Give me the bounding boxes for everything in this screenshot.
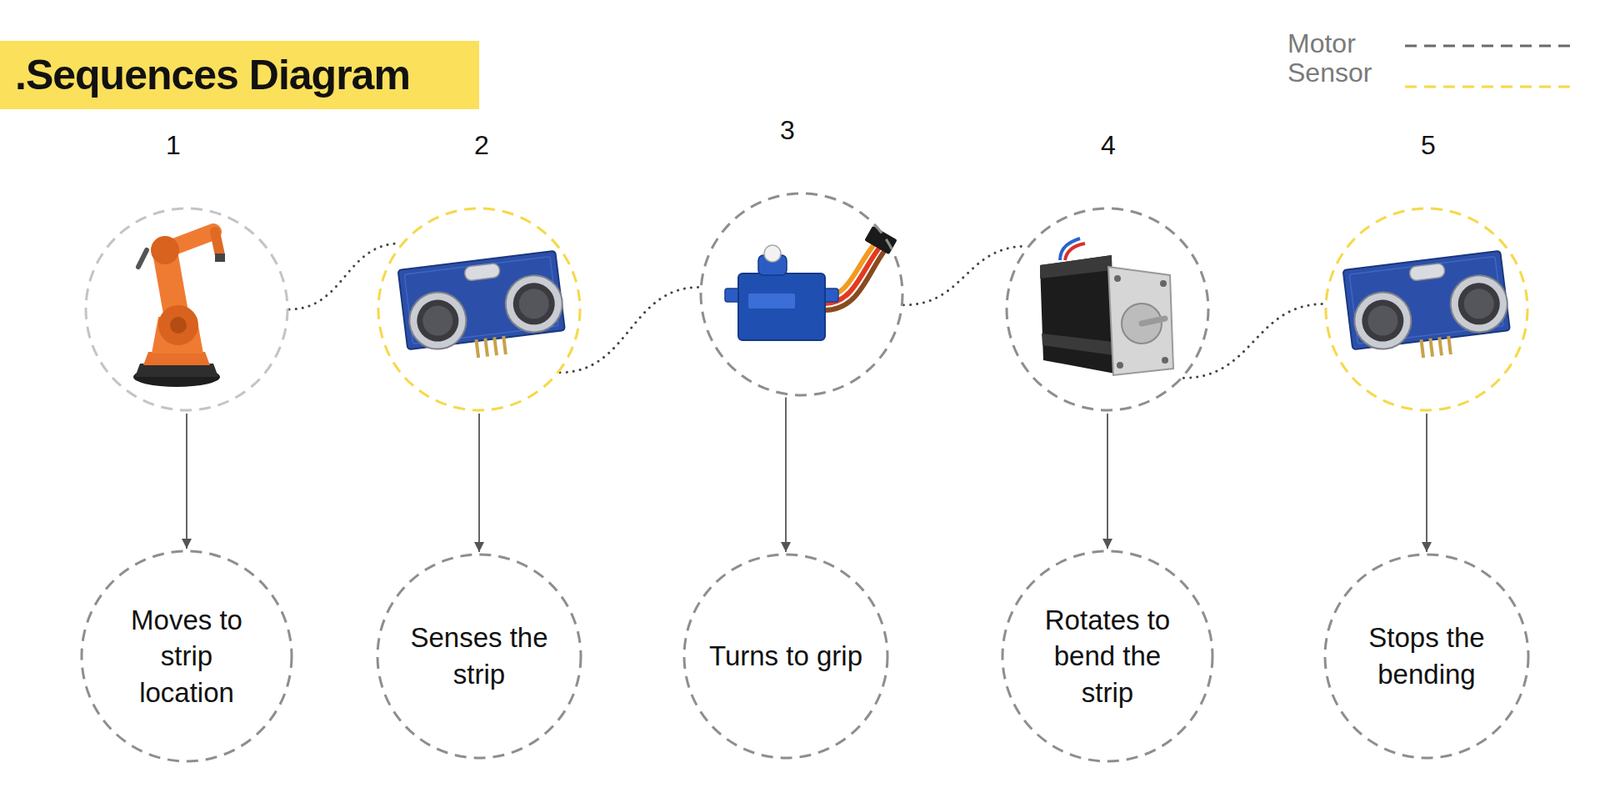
- number-holder: 4: [1075, 130, 1142, 161]
- action-circle: Rotates to bend the strip: [1000, 549, 1215, 763]
- action-circle: Stops the bending: [1323, 552, 1530, 760]
- action-text: Moves to strip location: [110, 601, 265, 711]
- action-text: Turns to grip: [709, 637, 863, 675]
- circle-outline: [1005, 206, 1210, 412]
- number-holder: 1: [140, 130, 207, 161]
- step-circle: 2: [376, 206, 582, 412]
- connector: [185, 413, 188, 549]
- circle-outline: [375, 552, 583, 760]
- step-circle: 3: [699, 191, 905, 397]
- number-holder: 5: [1395, 130, 1462, 161]
- connector: [1425, 413, 1428, 552]
- ultrasonic-sensor: [1343, 250, 1514, 366]
- servo-motor: [725, 225, 898, 340]
- step-circle: 4: [1005, 206, 1210, 412]
- callout-number: 4: [1100, 130, 1116, 160]
- action-circle: Turns to grip: [682, 552, 890, 760]
- circle-outline: [1324, 206, 1530, 412]
- connector: [1106, 413, 1109, 549]
- callout-number: 3: [780, 115, 795, 145]
- connector: [560, 286, 700, 372]
- legend-text: Sensor: [1287, 57, 1372, 88]
- callout-number: 2: [474, 130, 490, 160]
- diagram-title: .Sequences Diagram: [15, 50, 410, 100]
- legend-item: Sensor: [1287, 57, 1372, 89]
- robot-arm: [133, 231, 225, 387]
- callout-number: 1: [165, 130, 181, 160]
- title-band: .Sequences Diagram: [0, 40, 480, 110]
- circle-outline: [1323, 552, 1530, 760]
- ultrasonic-sensor: [398, 250, 569, 366]
- action-text: Rotates to bend the strip: [1030, 601, 1185, 711]
- action-circle: Moves to strip location: [80, 549, 294, 763]
- legend-item: Motor: [1287, 28, 1356, 60]
- circle-outline: [376, 206, 582, 412]
- number-holder: 3: [754, 115, 821, 146]
- circle-outline: [84, 206, 290, 412]
- callout-number: 5: [1420, 130, 1436, 160]
- connector: [785, 397, 787, 552]
- stepper-motor: [1040, 238, 1174, 375]
- number-holder: 2: [448, 130, 515, 161]
- action-text: Senses the strip: [402, 619, 557, 692]
- step-circle: 5: [1324, 206, 1530, 412]
- circle-outline: [699, 191, 905, 397]
- step-circle: 1: [84, 206, 290, 412]
- action-text: Stops the bending: [1350, 619, 1505, 692]
- action-circle: Senses the strip: [375, 552, 583, 760]
- connector: [478, 413, 480, 552]
- connector: [1183, 304, 1325, 379]
- legend-text: Motor: [1287, 28, 1356, 59]
